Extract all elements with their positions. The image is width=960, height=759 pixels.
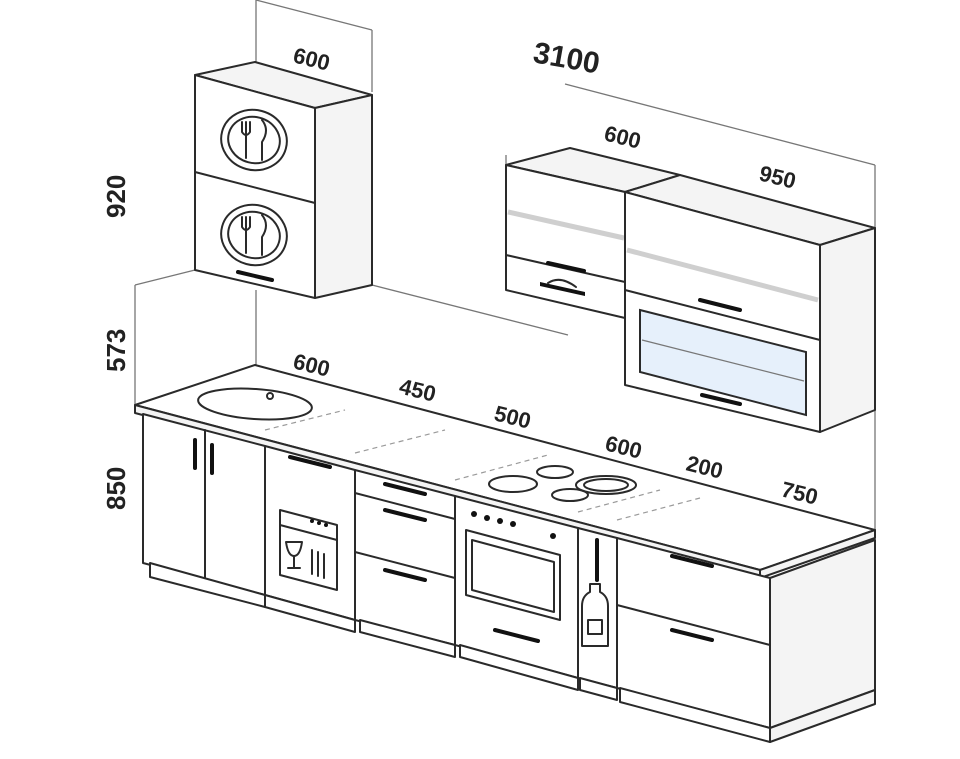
- dishwasher-icon: [279, 509, 338, 591]
- base-cabinet-dishwasher: [264, 445, 356, 633]
- dim-base-end: 750: [779, 477, 821, 510]
- dim-base-height: 850: [101, 467, 131, 510]
- fork-knife-icon: [220, 203, 288, 267]
- dim-base-dishwasher: 450: [397, 374, 439, 407]
- bottle-icon: [581, 583, 609, 647]
- dim-backsplash-height: 573: [101, 329, 131, 372]
- cooktop: [488, 465, 637, 502]
- glass-door: [639, 308, 807, 417]
- oven-window: [465, 529, 561, 621]
- wall-cabinet-right-950: [624, 174, 876, 433]
- sink: [197, 387, 313, 421]
- dim-base-bottle: 200: [684, 451, 726, 484]
- wall-cabinet-left-tall: [194, 61, 373, 299]
- base-cabinet-oven: [454, 495, 579, 691]
- dim-wall-cabinet-height: 920: [101, 175, 131, 218]
- base-cabinet-sink: [142, 413, 266, 608]
- dim-tall-wall-cabinet-width: 600: [291, 43, 333, 76]
- fork-knife-icon: [220, 108, 288, 172]
- dim-wall-cabinet-right-width: 950: [757, 161, 799, 194]
- dim-wall-cabinet-left-width: 600: [602, 121, 644, 154]
- range-hood-icon: [540, 278, 585, 296]
- dim-total-width: 3100: [531, 36, 602, 80]
- base-cabinet-end: [616, 537, 876, 743]
- base-cabinet-bottle: [577, 527, 618, 701]
- base-cabinet-drawers: [354, 469, 456, 658]
- wall-cabinet-right-600: [505, 147, 681, 319]
